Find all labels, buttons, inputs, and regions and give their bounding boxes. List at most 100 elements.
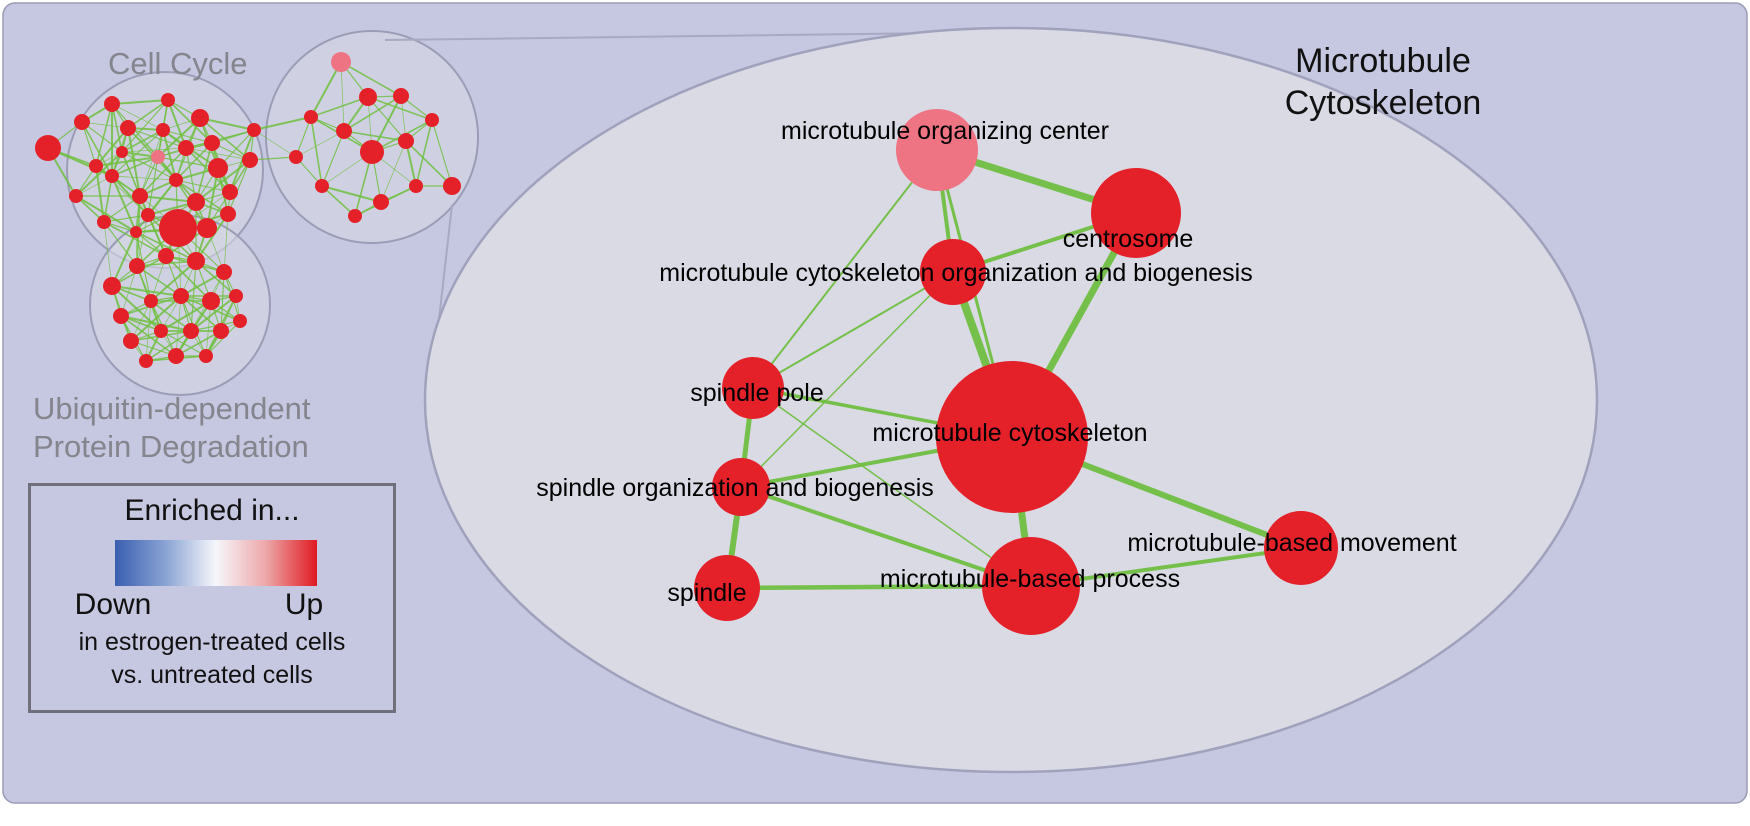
overview-edge	[253, 129, 297, 158]
overview-edge	[195, 213, 229, 262]
overview-edge	[195, 142, 213, 203]
overview-edge	[199, 116, 255, 132]
overview-edge	[431, 119, 453, 187]
overview-node	[359, 88, 377, 106]
label-centrosome: centrosome	[1063, 225, 1194, 253]
overview-edge	[120, 314, 192, 333]
overview-edge	[310, 96, 369, 118]
overview-node	[183, 323, 199, 339]
overview-edge	[103, 221, 167, 257]
overview-node	[187, 252, 205, 270]
cluster-label-ubiquitin: Ubiquitin-dependent Protein Degradation	[33, 390, 311, 466]
legend-label-up: Up	[284, 588, 324, 621]
overview-edge	[121, 129, 164, 153]
overview-node	[208, 158, 228, 178]
legend-label-down: Down	[74, 588, 152, 621]
overview-edge	[220, 271, 225, 332]
overview-edge	[111, 103, 164, 131]
overview-edge	[162, 129, 177, 181]
overview-node	[202, 292, 220, 310]
cluster-label-cell-cycle: Cell Cycle	[108, 46, 248, 81]
overview-node	[156, 123, 170, 137]
node-spindle_org	[712, 458, 770, 516]
node-centrosome	[1091, 168, 1181, 258]
overview-node	[229, 289, 243, 303]
node-mc	[936, 361, 1088, 513]
overview-node	[247, 123, 261, 137]
ubiquitin-label-line2: Protein Degradation	[33, 429, 309, 464]
overview-node	[151, 150, 165, 164]
overview-edge	[139, 129, 164, 197]
overview-node	[74, 114, 90, 130]
overview-edge	[380, 140, 407, 203]
overview-edge	[160, 300, 212, 332]
overview-edge	[310, 116, 323, 187]
label-spindle: spindle	[667, 579, 746, 607]
overview-edge	[195, 159, 251, 203]
overview-edge	[175, 330, 222, 357]
edge-spindle_org-mbp	[740, 485, 1032, 588]
label-spindle_org: spindle organization and biogenesis	[536, 474, 934, 502]
overview-node	[158, 248, 174, 264]
overview-node	[123, 333, 139, 349]
overview-node	[398, 133, 414, 149]
overview-edge	[190, 295, 237, 332]
label-mc: microtubule cytoskeleton	[872, 419, 1147, 447]
overview-node	[222, 184, 238, 200]
overview-edge	[415, 119, 433, 187]
overview-edge	[229, 129, 255, 193]
legend-caption-line2: vs. untreated cells	[111, 661, 313, 689]
overview-edge	[185, 147, 251, 161]
overview-node	[35, 135, 61, 161]
node-mbm	[1264, 511, 1338, 585]
label-spindle_pole: spindle pole	[690, 379, 823, 407]
overview-edge	[127, 127, 187, 149]
overview-node	[348, 209, 362, 223]
overview-node	[105, 169, 119, 183]
overview-edge	[295, 130, 345, 158]
overview-edge	[139, 194, 197, 204]
overview-edge	[103, 175, 113, 223]
overview-node	[393, 88, 409, 104]
edge-mco-spindle_pole	[752, 271, 954, 389]
overview-edge	[130, 295, 182, 342]
overview-node	[360, 140, 384, 164]
label-mbp: microtubule-based process	[880, 565, 1180, 593]
cluster-circle-1	[265, 30, 479, 244]
overview-node	[168, 348, 184, 364]
overview-node	[69, 189, 83, 203]
overview-node	[103, 277, 121, 295]
overview-edge	[145, 300, 152, 362]
legend-gradient-bar	[115, 540, 317, 586]
overview-edge	[145, 330, 192, 362]
overview-node	[197, 218, 217, 238]
overview-node	[144, 294, 158, 308]
overview-node	[220, 206, 236, 222]
node-spindle_pole	[722, 357, 784, 419]
overview-edge	[223, 213, 229, 273]
overview-edge	[340, 61, 402, 97]
overview-edge	[205, 167, 220, 229]
overview-node	[141, 208, 155, 222]
overview-edge	[75, 151, 123, 197]
zoom-cone-line	[437, 204, 453, 329]
overview-edge	[121, 147, 187, 153]
overview-edge	[111, 156, 159, 177]
overview-node	[242, 152, 258, 168]
overview-node	[120, 120, 136, 136]
overview-edge	[103, 214, 149, 223]
legend-caption-line1: in estrogen-treated cells	[78, 628, 346, 656]
overview-node	[409, 179, 423, 193]
label-mbm: microtubule-based movement	[1127, 529, 1456, 557]
overview-edge	[111, 175, 149, 216]
overview-edge	[180, 271, 225, 297]
overview-edge	[157, 117, 201, 158]
node-moc	[896, 109, 978, 191]
edge-moc-spindle_pole	[752, 149, 938, 389]
legend-title: Enriched in...	[124, 494, 300, 527]
legend-box: Enriched in... Down Up in estrogen-treat…	[28, 483, 396, 713]
overview-edge	[95, 155, 159, 168]
overview-node	[154, 324, 168, 338]
overview-node	[178, 140, 194, 156]
